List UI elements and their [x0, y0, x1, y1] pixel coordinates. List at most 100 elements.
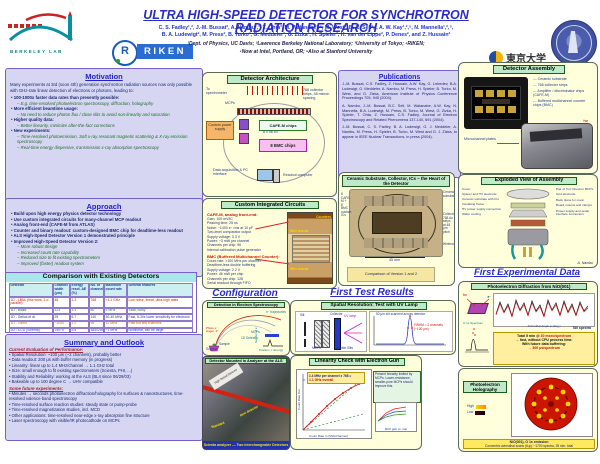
approach-item: Increased count rate capability — [17, 250, 199, 256]
affiliations-line-1: ¹Dept. of Physics, UC Davis; ²Lawrence B… — [187, 41, 425, 47]
substrate-photo — [349, 189, 443, 257]
cafe-spec-item: Supply voltage: 3.3 V — [207, 234, 241, 239]
assembly-title: Detector Assembly — [493, 65, 565, 74]
o1s-plot: O 1s Spectrum — [463, 321, 491, 362]
linearity-xlabel: Count Rate In (MHz/channel) — [309, 433, 348, 438]
spectro-xlabel: Position ∝ Energy — [259, 348, 283, 352]
exploded-label: Pair of 'hot' Chevron MCPs — [556, 187, 594, 191]
approach-item: Analog front-end (CAFE-M from ATLAS) — [11, 222, 199, 228]
collector-bar — [334, 318, 341, 350]
spectroscopy-panel: Detection in Electron Spectroscopy e⁻ tr… — [202, 300, 290, 356]
spatial-plot: 50 μm slit scanned across detector FWHM … — [369, 311, 453, 352]
cafe-spec-item: Channels per chip: 96 — [207, 243, 242, 248]
poster-title: ULTRA HIGH-SPEED DETECTOR FOR SYNCHROTRO… — [143, 8, 469, 36]
arch-cafe-box: CAFE-M chips — [259, 120, 307, 131]
exploded-label: HV power supply connection — [462, 206, 502, 211]
arch-cafe-sub: 8 x 96 ch — [263, 130, 278, 134]
mounted-caption: Scienta analyzer — Two interchangeable D… — [203, 441, 289, 449]
summary-item: Bakeable up to 100 degree C → UHV compat… — [9, 379, 199, 384]
azimuthal-xlabel: Azimuthal Angle φ (deg.) — [527, 324, 561, 328]
linearity-chart: 1.4 MHz per channel x 768 = 1.1 GHz over… — [296, 369, 372, 439]
bmc-heading: BMC (Buffered Multichannel Counter): — [207, 254, 280, 259]
assembly-label: Ceramic substrate — [533, 77, 593, 81]
bmc-spec-item: Serial readout through FIFO — [207, 280, 251, 285]
note-line1a: Total 5 min @ — [516, 334, 541, 338]
summary-item: Time-resolved magnetization studies, inc… — [9, 407, 199, 412]
comparison-header-cell: Energy resol. ΔE (%) — [70, 282, 89, 298]
summary-item: Time-resolved surface reaction studies: … — [9, 402, 199, 407]
motivation-item: Better linearity, minimize after-the-fac… — [17, 123, 199, 129]
computer-icon — [257, 169, 273, 181]
linearity-ylabel: Count Rate Out — [297, 389, 301, 410]
assembly-hv-label: hν — [583, 118, 588, 123]
note-line1b: 30 msec/spectrum — [540, 334, 572, 338]
assembly-label: Amplifier / discriminator chips (CAFE-M) — [533, 89, 593, 97]
collector-strip-region — [372, 212, 422, 234]
note-line3: With future data buffering: — [522, 342, 566, 346]
diffraction-note: Total 5 min @ 30 msec/spectrum → fast, w… — [493, 332, 595, 365]
authors-line-1: C. S. Fadley¹,², J.-M. Bussat², A. Nambu… — [158, 25, 454, 31]
spectro-mcps-label: MCPs — [251, 330, 260, 334]
spectro-traj-label: e⁻ trajectories — [266, 310, 286, 314]
arch-power-box: Custom power supply — [206, 121, 234, 140]
utokyo-logo: 東京大学 — [506, 54, 546, 65]
heart-ics-label: 8 CAFE-M + 8 BMC custom ICs — [341, 192, 352, 218]
diffraction-hv-label: hν — [463, 293, 467, 297]
scale-high-label: High — [467, 404, 474, 409]
summary-item: Linearity: linear up to 1.4 MHz/channel … — [9, 363, 199, 368]
assembly-photo-1 — [464, 77, 528, 129]
approach-item: Improved (faster) readout system — [17, 261, 199, 267]
cafe-spec-item: Internal calibration pulse generator — [207, 247, 261, 252]
spectroscopy-title: Detection in Electron Spectroscopy — [207, 302, 285, 309]
arch-computer-label: Readout computer — [283, 173, 313, 177]
approach-item: More robust design — [17, 244, 199, 250]
spatial-collector-label: Collector — [330, 312, 343, 316]
heart-collector-label: Collector: 768 Au strips at 48 μm pitch — [443, 212, 455, 234]
first-data-title: First Experimental Data — [473, 267, 581, 278]
comparison-header-cell: Channel width (μm) — [53, 282, 70, 298]
spatial-mcps-label: MCPs — [312, 346, 321, 350]
spatial-slit-label: Slit — [300, 313, 305, 317]
motivation-title: Motivation — [85, 72, 123, 81]
mounted-label-2: Standard — [210, 420, 226, 430]
holography-scale: High Low — [467, 404, 486, 415]
summary-list-2: Minutes → seconds photoelectron diffract… — [9, 391, 199, 424]
motivation-item: More efficient beamtime usage: — [11, 106, 199, 112]
holography-panel: Photoelectron Holography High Low — [458, 368, 598, 452]
assembly-panel: Detector Assembly Ceramic substrate768 c… — [458, 62, 598, 174]
arch-bmc-box: 8 BMC chips — [259, 139, 307, 152]
bmc-spec-item: Supply voltage: 2.2 V — [207, 267, 241, 272]
motivation-list: 100-1000x faster data rates than present… — [9, 95, 199, 150]
motivation-item: Real-time energy dispersive, transmissio… — [17, 145, 199, 151]
holography-cap2: Concentric azimuthal scans (θ,φ): ~1700 … — [485, 444, 573, 448]
diffraction-e-label: e⁻ — [487, 295, 491, 299]
linearity-title: Linearity Check with Electron Gun — [309, 358, 405, 366]
exploded-label: Board mounts and clamps — [556, 203, 592, 208]
exploded-label: Insulating frame — [462, 201, 485, 206]
publication-ref: J.-M. Bussat, C.S. Fadley, Z. Hussain, A… — [342, 82, 458, 101]
table-row: 1D - LBNL (this work, 2-d parallel)48 1.… — [9, 297, 193, 308]
linearity-inset-caption: MCP gain vs. rate — [384, 427, 408, 431]
linearity-note: Present linearity limited by MCPs. Lower… — [373, 371, 421, 403]
publications-title: Publications — [378, 74, 421, 81]
exploded-credit: A. Nambu — [577, 261, 593, 265]
linearity-ann-2: 1.1 GHz overall — [309, 378, 334, 382]
dimension-line — [365, 257, 425, 258]
approach-item: Reduced size to fit existing spectromete… — [17, 255, 199, 261]
summary-item: Minutes → seconds photoelectron diffract… — [9, 391, 199, 402]
scale-low-swatch — [475, 411, 486, 415]
bmc-spec-item: Channels per chip: 128 — [207, 276, 243, 281]
approach-title: Approach — [86, 202, 122, 211]
assembly-label: Buffered multichannel counter chips (BMC… — [533, 99, 593, 107]
scale-low-label: Low — [467, 410, 474, 415]
scale-high-swatch — [475, 405, 486, 409]
bmc-spec-item: Power: 46 mW per chip — [207, 272, 244, 277]
approach-item: Use custom integrated circuits for many-… — [11, 217, 199, 223]
